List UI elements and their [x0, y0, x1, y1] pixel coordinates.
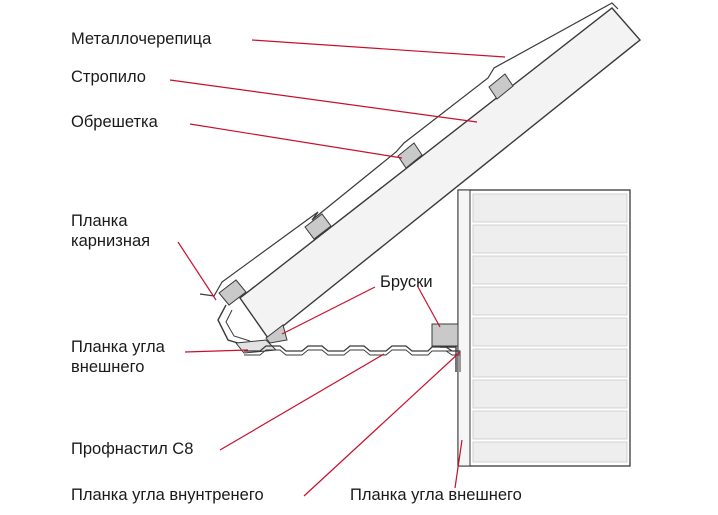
label-inner-corner: Планка угла внунтренего: [71, 486, 264, 504]
lathing-blocks: [218, 73, 514, 306]
leader-inner-corner: [303, 351, 461, 497]
label-outer-corner-bottom: Планка угла внешнего: [350, 486, 522, 504]
leader-metal-tile: [251, 39, 506, 58]
leader-bars-1: [281, 286, 376, 335]
metal-tile-profile: [199, 2, 619, 297]
label-eave-strip-line1: Планка: [71, 212, 128, 230]
label-lathing: Обрешетка: [71, 113, 158, 131]
leader-lathing: [189, 123, 403, 159]
leader-eave-strip: [177, 241, 217, 301]
eave-strip: [217, 304, 249, 347]
profiled-sheet-c8: [244, 345, 460, 352]
label-outer-corner-left-line1: Планка угла: [71, 338, 165, 356]
label-profiled-sheet: Профнастил С8: [71, 440, 194, 458]
leader-outer-corner-bottom: [454, 439, 463, 489]
label-eave-strip-line2: карнизная: [71, 232, 151, 250]
leader-profiled-sheet: [219, 353, 385, 451]
leader-bars-2: [417, 286, 441, 328]
label-metal-tile: Металлочерепица: [71, 30, 212, 48]
inner-corner-strip: [440, 346, 457, 372]
rafter-board: [239, 7, 642, 340]
leader-outer-corner-left: [184, 349, 249, 353]
leader-rafter: [169, 79, 478, 123]
label-outer-corner-left-line2: внешнего: [71, 358, 145, 376]
wall-siding: [457, 189, 631, 467]
bar-at-wall: [431, 323, 459, 347]
leader-lines: [169, 39, 506, 497]
label-bars: Бруски: [380, 273, 433, 291]
label-rafter: Стропило: [71, 68, 146, 86]
bar-under-rafter: [265, 324, 288, 344]
